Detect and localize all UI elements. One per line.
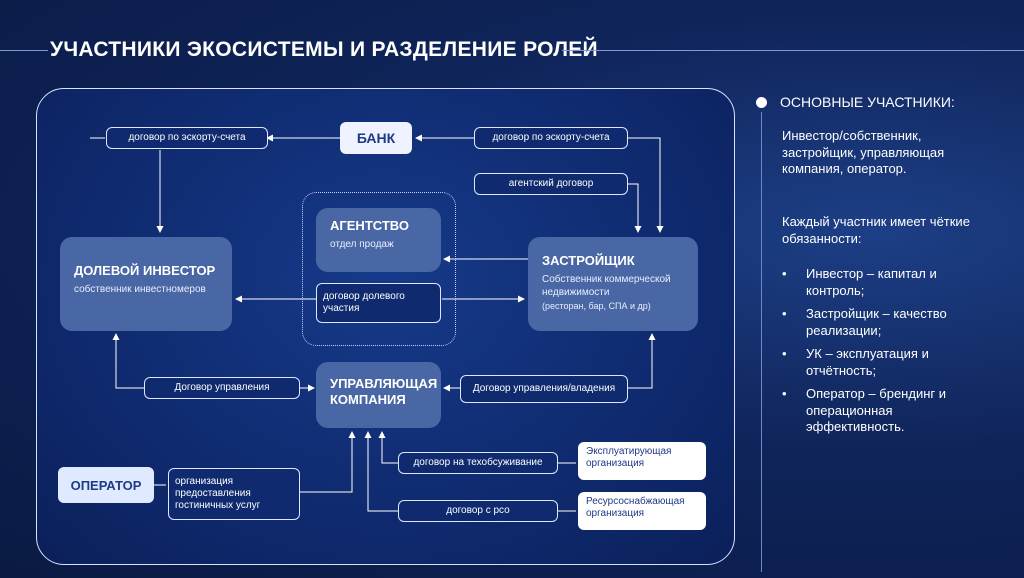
equity-contract: договор долевого участия bbox=[316, 283, 441, 323]
investor-title: ДОЛЕВОЙ ИНВЕСТОР bbox=[74, 263, 216, 278]
page-title: УЧАСТНИКИ ЭКОСИСТЕМЫ И РАЗДЕЛЕНИЕ РОЛЕЙ bbox=[50, 38, 598, 61]
bullet-item: •УК – эксплуатация и отчётность; bbox=[782, 346, 929, 378]
timeline-dot-icon bbox=[756, 97, 767, 108]
hotel-services-label: организация предоставления гостиничных у… bbox=[168, 468, 300, 520]
developer-box: ЗАСТРОЙЩИК Собственник коммерческой недв… bbox=[528, 237, 698, 331]
bullet-icon: • bbox=[782, 266, 787, 281]
agency-subtitle: отдел продаж bbox=[330, 239, 394, 250]
investor-subtitle: собственник инвестномеров bbox=[74, 284, 206, 295]
agency-contract: агентский договор bbox=[474, 173, 628, 195]
developer-title: ЗАСТРОЙЩИК bbox=[542, 253, 635, 268]
bullet-item: •Застройщик – качество реализации; bbox=[782, 306, 947, 338]
management-contract-left: Договор управления bbox=[144, 377, 300, 399]
management-title: УПРАВЛЯЮЩАЯ КОМПАНИЯ bbox=[330, 376, 438, 407]
agency-title: АГЕНТСТВО bbox=[330, 218, 409, 233]
sidebar-duties: Каждый участник имеет чёткие обязанности… bbox=[782, 214, 970, 246]
developer-subtitle: Собственник коммерческой недвижимости bbox=[542, 274, 671, 298]
maintenance-contract: договор на техобсуживание bbox=[398, 452, 558, 474]
rso-contract: договор с рсо bbox=[398, 500, 558, 522]
escrow-contract-left: договор по эскорту-счета bbox=[106, 127, 268, 149]
title-line-right bbox=[562, 50, 1024, 51]
sidebar-intro: Инвестор/собственник, застройщик, управл… bbox=[782, 128, 945, 176]
bullet-item: •Оператор – брендинг и операционная эффе… bbox=[782, 386, 947, 434]
resource-org: Ресурсоснабжающая организация bbox=[578, 492, 706, 530]
bullet-icon: • bbox=[782, 306, 787, 321]
agency-frame bbox=[302, 192, 456, 346]
operator-box: ОПЕРАТОР bbox=[58, 467, 154, 503]
bank-box: БАНК bbox=[340, 122, 412, 154]
bullet-icon: • bbox=[782, 346, 787, 361]
sidebar-bullets: •Инвестор – капитал и контроль; •Застрой… bbox=[782, 266, 982, 443]
agency-box: АГЕНТСТВО отдел продаж bbox=[316, 208, 441, 272]
bullet-icon: • bbox=[782, 386, 787, 401]
sidebar-heading: ОСНОВНЫЕ УЧАСТНИКИ: bbox=[780, 94, 955, 110]
escrow-contract-right: договор по эскорту-счета bbox=[474, 127, 628, 149]
timeline-line bbox=[761, 112, 762, 572]
investor-box: ДОЛЕВОЙ ИНВЕСТОР собственник инвестномер… bbox=[60, 237, 232, 331]
exploit-org: Эксплуатирующая организация bbox=[578, 442, 706, 480]
management-contract-right: Договор управления/владения bbox=[460, 375, 628, 403]
bullet-item: •Инвестор – капитал и контроль; bbox=[782, 266, 937, 298]
developer-note: (ресторан, бар, СПА и др) bbox=[542, 301, 651, 311]
title-line-left bbox=[0, 50, 48, 51]
management-box: УПРАВЛЯЮЩАЯ КОМПАНИЯ bbox=[316, 362, 441, 428]
